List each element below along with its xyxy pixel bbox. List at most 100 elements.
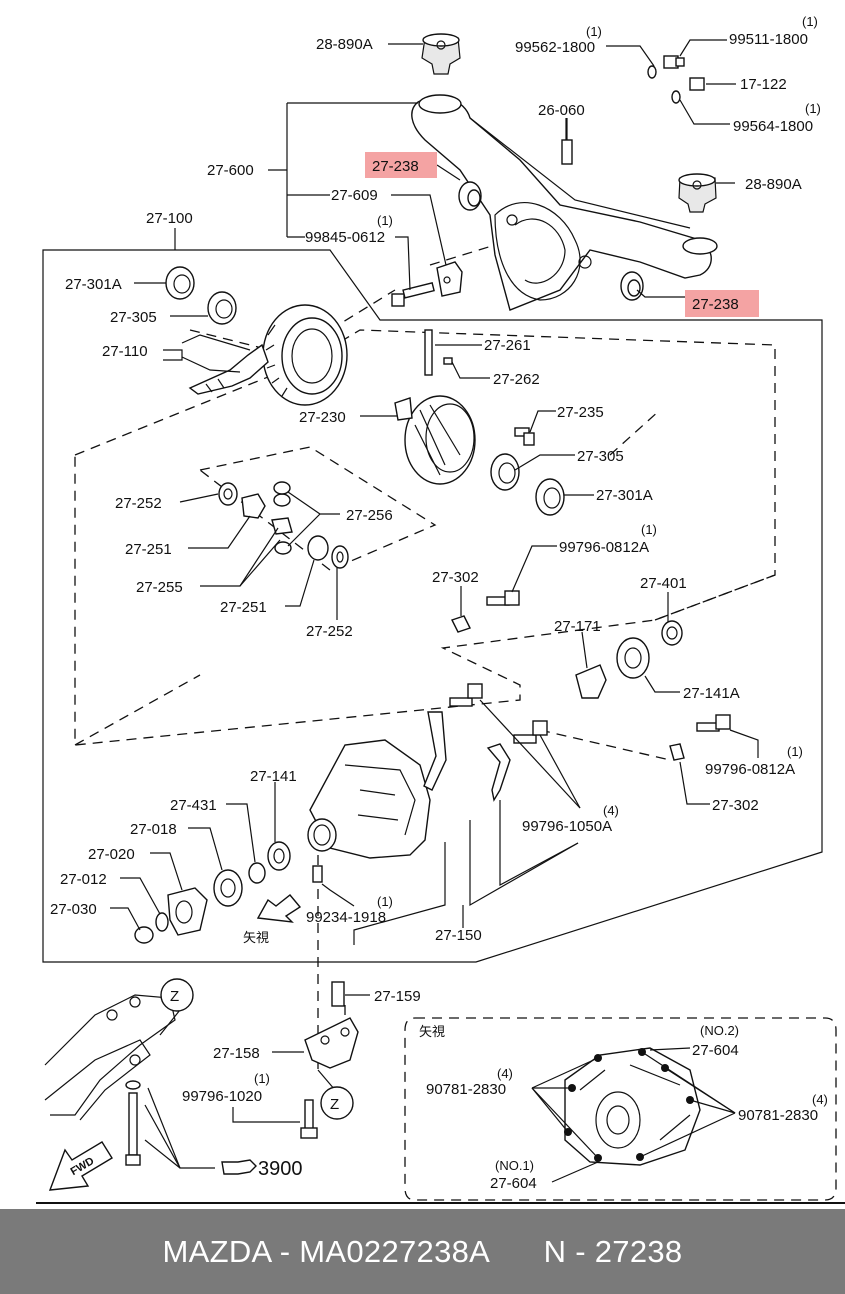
diff-case-27-230 bbox=[394, 395, 476, 485]
z-marker-top bbox=[160, 978, 194, 1012]
mount-28-890A-right bbox=[678, 173, 717, 213]
pinion-gear-27-255 bbox=[271, 493, 293, 535]
label-3900: 3900 bbox=[258, 1158, 303, 1180]
pin-27-262 bbox=[443, 357, 453, 365]
fwd-arrow-icon bbox=[48, 1141, 113, 1191]
label-27-600: 27-600 bbox=[207, 162, 254, 179]
label-99796-0812A-bottom: 99796-0812A bbox=[705, 761, 795, 778]
label-27-020: 27-020 bbox=[88, 846, 135, 863]
footer-brand-part: MAZDA - MA0227238A bbox=[162, 1233, 491, 1269]
highlight-27-238-top bbox=[365, 152, 437, 178]
label-27-141A: 27-141A bbox=[683, 685, 740, 702]
spacer-27-256 bbox=[273, 481, 292, 555]
label-27-159: 27-159 bbox=[374, 988, 421, 1005]
seal-27-301A-left bbox=[165, 266, 195, 300]
pin-99234-1918 bbox=[312, 865, 323, 883]
label-28-890A-right: 28-890A bbox=[745, 176, 802, 193]
z-letter-top: Z bbox=[170, 988, 179, 1005]
label-99796-0812A-top: 99796-0812A bbox=[559, 539, 649, 556]
label-27-256: 27-256 bbox=[346, 507, 393, 524]
bushing-27-238-upper bbox=[458, 181, 482, 211]
label-99511-1800: 99511-1800 bbox=[729, 31, 808, 48]
label-17-122: 17-122 bbox=[740, 76, 787, 93]
label-28-890A-top: 28-890A bbox=[316, 36, 373, 53]
label-27-141: 27-141 bbox=[250, 768, 297, 785]
bolt-99796-1020 bbox=[300, 1099, 318, 1139]
bolt-99511-1800 bbox=[663, 55, 685, 69]
label-27-230: 27-230 bbox=[299, 409, 346, 426]
side-gear-27-251-bottom bbox=[307, 535, 329, 561]
brackets-27-150 bbox=[423, 711, 511, 802]
inset-90781-right: 90781-2830 bbox=[738, 1107, 818, 1124]
bolt-99796-0812A-bottom bbox=[696, 714, 731, 732]
inset-27-604-bottom: 27-604 bbox=[490, 1175, 537, 1192]
label-27-251-bottom: 27-251 bbox=[220, 599, 267, 616]
flange-27-020 bbox=[167, 887, 208, 936]
label-27-158: 27-158 bbox=[213, 1045, 260, 1062]
qty-99796-1050A: (4) bbox=[603, 803, 619, 818]
label-27-110: 27-110 bbox=[102, 343, 148, 360]
label-27-018: 27-018 bbox=[130, 821, 177, 838]
label-27-251-top: 27-251 bbox=[125, 541, 172, 558]
label-99796-1050A: 99796-1050A bbox=[522, 818, 612, 835]
mount-27-158 bbox=[304, 1017, 359, 1069]
qty-99796-0812A-top: (1) bbox=[641, 522, 657, 537]
seal-27-401 bbox=[661, 620, 683, 646]
bearing-27-141A bbox=[616, 637, 650, 679]
label-99234-1918: 99234-1918 bbox=[306, 909, 386, 926]
housing-27-150 bbox=[307, 739, 431, 859]
clip-27-302-top bbox=[451, 615, 471, 633]
pin-27-261 bbox=[424, 329, 433, 376]
highlight-27-238-right bbox=[685, 290, 759, 317]
part-labels: 28-890A (1) 99562-1800 (1) 99511-1800 17… bbox=[50, 14, 828, 1192]
spacer-27-431 bbox=[248, 862, 266, 884]
label-27-238-right: 27-238 bbox=[692, 296, 739, 313]
bolt-99796-0812A-top bbox=[486, 590, 520, 606]
inset-90781-left: 90781-2830 bbox=[426, 1081, 506, 1098]
label-27-238-top: 27-238 bbox=[372, 158, 419, 175]
nut-27-030 bbox=[134, 926, 154, 944]
label-27-301A-left: 27-301A bbox=[65, 276, 122, 293]
bearing-27-141 bbox=[267, 841, 291, 871]
label-99564-1800: 99564-1800 bbox=[733, 118, 813, 135]
seal-27-301A-right bbox=[535, 478, 565, 516]
label-27-100: 27-100 bbox=[146, 210, 193, 227]
label-27-252-bottom: 27-252 bbox=[306, 623, 353, 640]
washer-27-012 bbox=[155, 912, 169, 932]
bolt-99845-0612 bbox=[391, 282, 435, 307]
washer-99564-1800 bbox=[671, 90, 681, 104]
stud-26-060 bbox=[561, 118, 573, 165]
label-27-401: 27-401 bbox=[640, 575, 687, 592]
qty-99796-1020: (1) bbox=[254, 1071, 270, 1086]
inset-90781-right-qty: (4) bbox=[812, 1092, 828, 1107]
z-letter-bottom: Z bbox=[330, 1096, 339, 1113]
label-99845-0612: 99845-0612 bbox=[305, 229, 385, 246]
qty-99796-0812A-bottom: (1) bbox=[787, 744, 803, 759]
view-arrow bbox=[256, 894, 302, 923]
frame-member bbox=[44, 994, 176, 1121]
leader-lines bbox=[110, 39, 759, 1183]
qty-99511: (1) bbox=[802, 14, 818, 29]
pinion-27-110 bbox=[188, 343, 269, 395]
washer-27-252-top bbox=[218, 482, 238, 506]
label-27-262: 27-262 bbox=[493, 371, 540, 388]
label-27-030: 27-030 bbox=[50, 901, 97, 918]
label-99796-1020: 99796-1020 bbox=[182, 1088, 262, 1105]
washer-27-252-bottom bbox=[331, 545, 349, 569]
crossmember-27-600 bbox=[411, 94, 718, 311]
qty-99562: (1) bbox=[586, 24, 602, 39]
bolt-lower bbox=[125, 1080, 141, 1166]
inset-90781-left-qty: (4) bbox=[497, 1066, 513, 1081]
label-yashi-arrow: 矢視 bbox=[243, 931, 269, 946]
side-gear-27-251-top bbox=[241, 493, 266, 519]
label-27-302-bottom: 27-302 bbox=[712, 797, 759, 814]
inset-no2: (NO.2) bbox=[700, 1023, 739, 1038]
inset-title: 矢視 bbox=[419, 1025, 445, 1040]
qty-99564: (1) bbox=[805, 101, 821, 116]
bracket-27-609 bbox=[436, 261, 463, 297]
label-27-609: 27-609 bbox=[331, 187, 378, 204]
part-number-footer: MAZDA - MA0227238A N - 27238 bbox=[0, 1209, 845, 1294]
inset-27-604-top: 27-604 bbox=[692, 1042, 739, 1059]
bearing-27-305-left bbox=[207, 291, 237, 325]
